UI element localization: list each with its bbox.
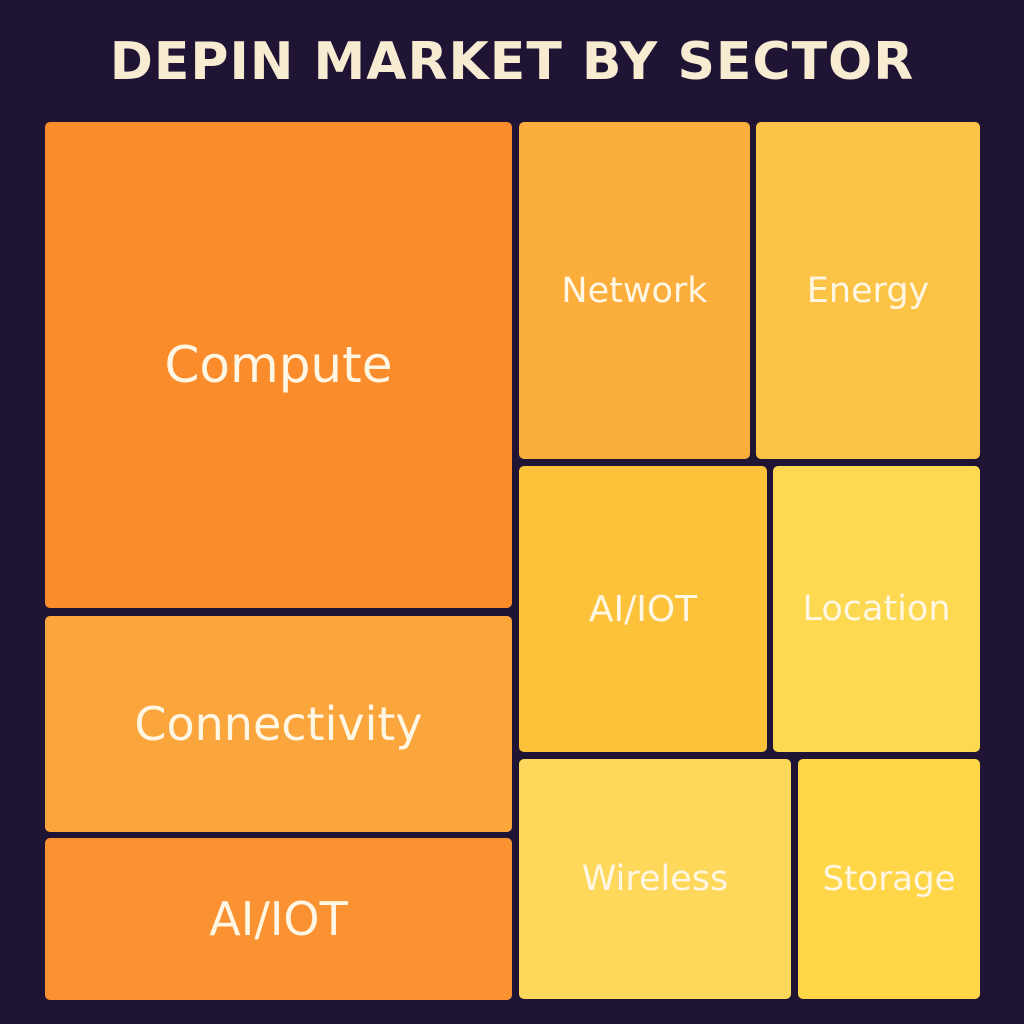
treemap-tile: Wireless (519, 759, 791, 999)
treemap-tile: Compute (45, 122, 512, 608)
treemap-tile-label: AI/IOT (588, 588, 698, 630)
treemap-tile-label: Connectivity (134, 697, 423, 751)
treemap-tile-label: Network (561, 270, 708, 311)
treemap-tile: Location (773, 466, 980, 752)
treemap-tile-label: Wireless (581, 859, 729, 899)
treemap-tile: Connectivity (45, 616, 512, 832)
treemap-tile: AI/IOT (519, 466, 767, 752)
treemap-tile: AI/IOT (45, 838, 512, 1000)
treemap-tile-label: Compute (164, 336, 393, 394)
treemap-tile: Network (519, 122, 750, 459)
treemap-tile-label: Storage (822, 859, 956, 899)
treemap-tile: Storage (798, 759, 980, 999)
treemap-tile-label: Location (802, 589, 951, 629)
chart-title: DEPIN MARKET BY SECTOR (109, 32, 915, 92)
treemap-tile-label: AI/IOT (209, 892, 348, 946)
treemap-tile-label: Energy (806, 270, 930, 311)
treemap-tile: Energy (756, 122, 980, 459)
